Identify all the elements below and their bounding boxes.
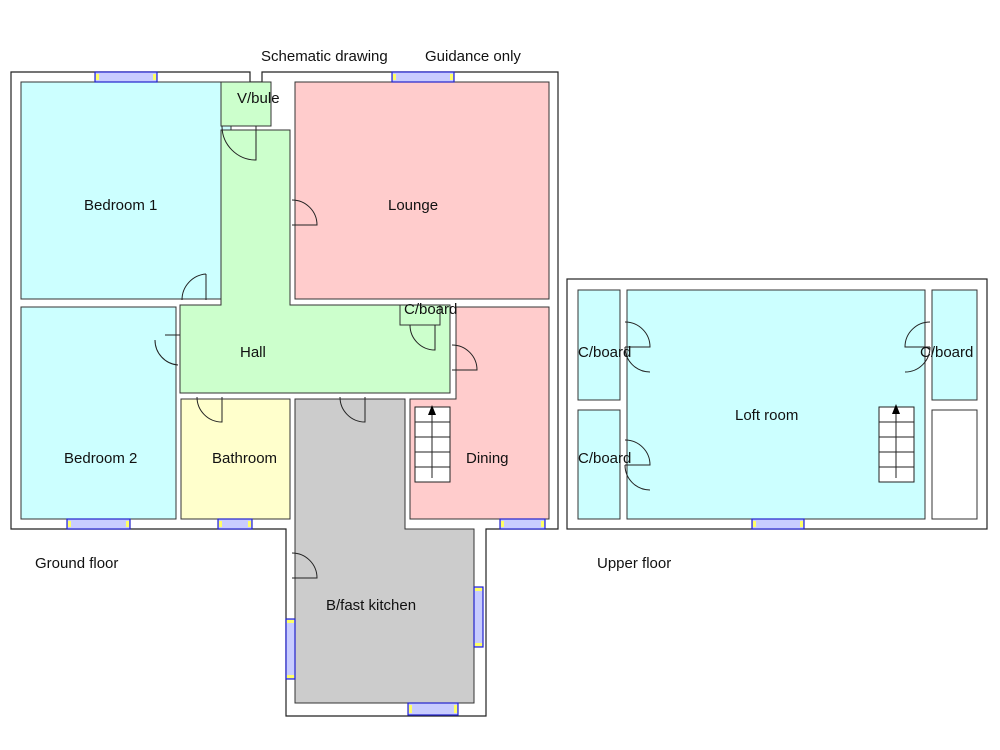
room-loft xyxy=(626,289,926,520)
room-cboard-upper-left-top xyxy=(577,289,621,401)
room-breakfast-kitchen xyxy=(294,398,475,704)
note-guidance: Guidance only xyxy=(425,48,521,65)
label-bedroom-2: Bedroom 2 xyxy=(64,450,137,467)
label-kitchen: B/fast kitchen xyxy=(326,597,416,614)
label-bedroom-1: Bedroom 1 xyxy=(84,197,157,214)
windows-upper xyxy=(751,518,805,530)
label-bathroom: Bathroom xyxy=(212,450,277,467)
room-bedroom-2 xyxy=(20,306,177,520)
label-upper-floor: Upper floor xyxy=(597,555,671,572)
door-swings-upper xyxy=(624,321,931,491)
label-vestibule: V/bule xyxy=(237,90,280,107)
room-cboard-upper-left-bottom xyxy=(577,409,621,520)
label-cboard-upper-left-top: C/board xyxy=(578,344,631,361)
label-lounge: Lounge xyxy=(388,197,438,214)
room-bedroom-1 xyxy=(20,81,232,300)
door-swings xyxy=(154,125,478,579)
room-upper-right-empty xyxy=(931,409,978,520)
room-vestibule xyxy=(220,81,272,127)
room-cboard-upper-right xyxy=(931,289,978,401)
room-bathroom xyxy=(180,398,291,520)
label-loft-room: Loft room xyxy=(735,407,798,424)
windows-ground xyxy=(66,71,546,716)
label-cboard-upper-right: C/board xyxy=(920,344,973,361)
label-hall: Hall xyxy=(240,344,266,361)
label-cboard-upper-left-bottom: C/board xyxy=(578,450,631,467)
note-schematic: Schematic drawing xyxy=(261,48,388,65)
room-cboard-ground xyxy=(399,304,441,326)
label-ground-floor: Ground floor xyxy=(35,555,118,572)
label-dining: Dining xyxy=(466,450,509,467)
room-lounge xyxy=(294,81,550,300)
label-cboard-ground: C/board xyxy=(404,301,457,318)
staircase-ground xyxy=(414,405,451,483)
staircase-upper xyxy=(878,404,915,483)
room-hall xyxy=(179,129,451,394)
